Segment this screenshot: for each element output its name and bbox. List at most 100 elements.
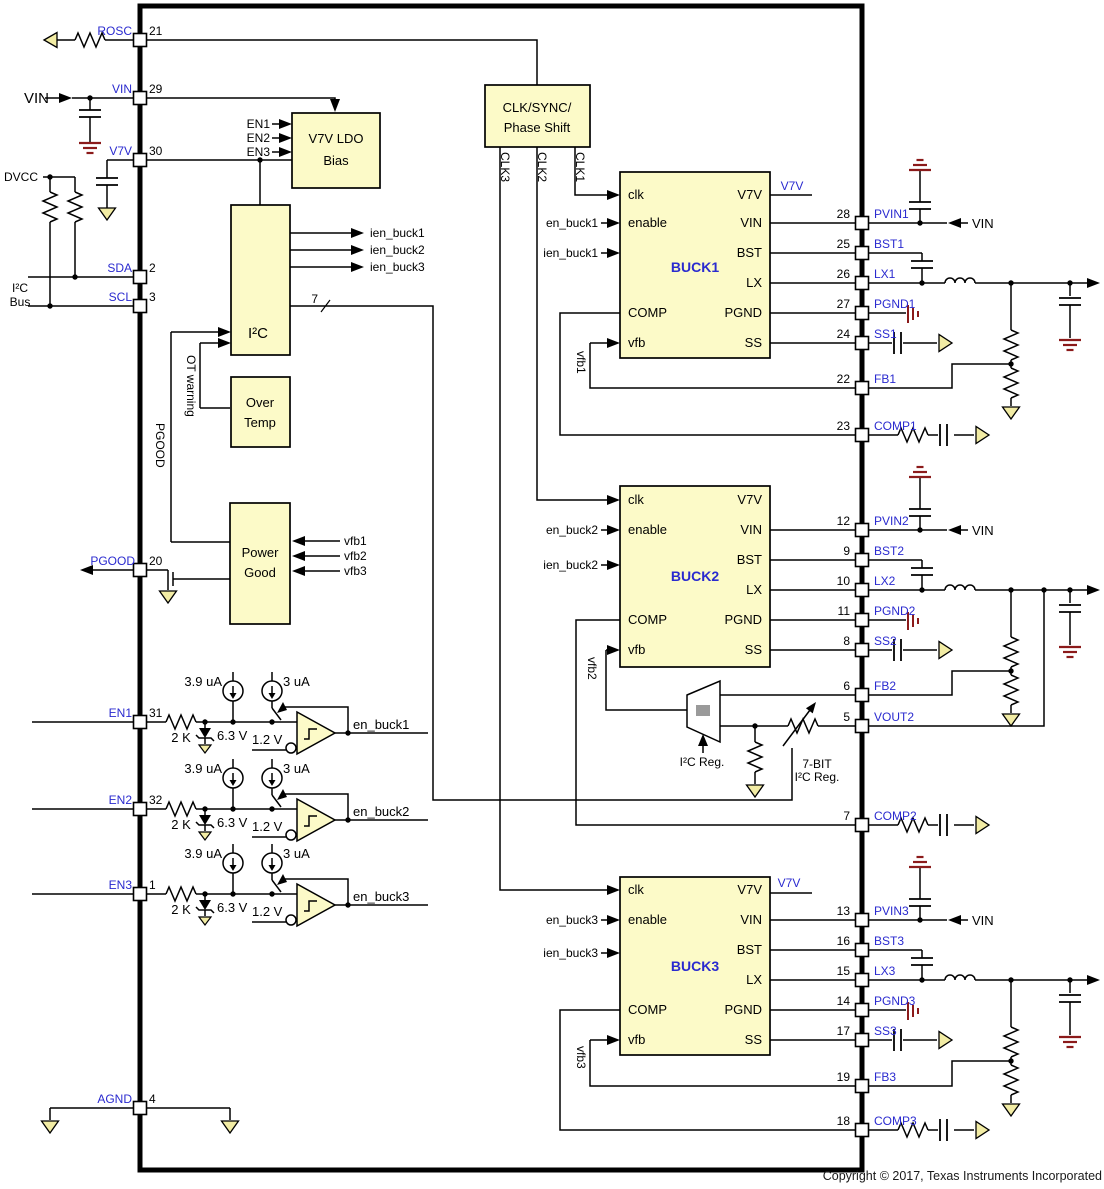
pg-in-vfb3: vfb3	[344, 564, 367, 578]
en2-zener-value: 6.3 V	[217, 815, 248, 830]
buck2-enable: enable	[628, 522, 667, 537]
left-pin-labels: ROSC 21 VIN 29 V7V 30 SDA 2 SCL 3 PGOOD …	[90, 24, 162, 1106]
pin-num-lx2: 10	[837, 574, 851, 588]
pin-num-bst1: 25	[837, 237, 851, 251]
en2-isrc1-value: 3.9 uA	[184, 761, 222, 776]
vout2-mux-network	[686, 679, 856, 798]
trim-resistor-icon	[787, 718, 819, 734]
pgood-open-drain	[146, 569, 230, 590]
buck-pin-labels: clk enable COMP vfb V7V VIN BST LX PGND …	[628, 187, 762, 1047]
pin-num-pgnd1: 27	[837, 297, 851, 311]
buck2-lx: LX	[746, 582, 762, 597]
en3-zener-value: 6.3 V	[217, 900, 248, 915]
pin-label-sda: SDA	[107, 261, 132, 275]
ldo-in-en3: EN3	[247, 145, 271, 159]
ldo-title-1: V7V LDO	[309, 131, 364, 146]
buck2-pgnd: PGND	[724, 612, 762, 627]
buck1-lx: LX	[746, 275, 762, 290]
ground-icon	[158, 590, 178, 604]
buck1-vfb: vfb	[628, 335, 645, 350]
pin-num-pvin1: 28	[837, 207, 851, 221]
misc-labels: VIN DVCC I²C Bus VIN VIN VIN I²C Reg. 7-…	[4, 90, 1102, 1183]
en1-resistor-value: 2 K	[171, 730, 191, 745]
block-labels: V7V LDO Bias I²C Over Temp Power Good CL…	[242, 100, 720, 974]
buck1-v7v: V7V	[737, 187, 762, 202]
trim-label-1: 7-BIT	[802, 757, 832, 771]
powergood-title-1: Power	[242, 545, 280, 560]
en3-isrc1-value: 3.9 uA	[184, 846, 222, 861]
vin-capacitor-icon	[78, 109, 102, 118]
block-v7v-ldo	[291, 112, 381, 189]
pin-label-lx1: LX1	[874, 267, 896, 281]
pin-label-ss1: SS1	[874, 327, 897, 341]
buck1-vin: VIN	[740, 215, 762, 230]
block-power-good	[229, 502, 291, 625]
pin-label-bst1: BST1	[874, 237, 904, 251]
buck2-clk: clk	[628, 492, 644, 507]
ground-icon	[40, 1120, 60, 1134]
pin-num-pvin3: 13	[837, 904, 851, 918]
trim-arrow-icon	[805, 699, 820, 714]
pin-num-ss3: 17	[837, 1024, 851, 1038]
en1-zener-value: 6.3 V	[217, 728, 248, 743]
stub-en-buck2: en_buck2	[546, 523, 598, 537]
buck1-external-network	[868, 160, 1100, 446]
pin-num-rosc: 21	[149, 24, 163, 38]
buck1-title: BUCK1	[671, 259, 719, 275]
pin-label-pvin2: PVIN2	[874, 514, 909, 528]
pin-label-pgnd2: PGND2	[874, 604, 916, 618]
right-pin-labels: 28 PVIN1 25 BST1 26 LX1 27 PGND1 24 SS1 …	[837, 207, 917, 1128]
mux-hatch	[696, 705, 710, 716]
vin-label-buck2: VIN	[972, 523, 994, 538]
pin-label-pgood: PGOOD	[90, 554, 135, 568]
bus-width-label: 7	[311, 292, 318, 306]
en3-vref-value: 1.2 V	[252, 904, 283, 919]
pin-num-bst2: 9	[843, 544, 850, 558]
pin-num-lx3: 15	[837, 964, 851, 978]
pin-label-lx2: LX2	[874, 574, 896, 588]
net-vfb1-vert: vfb1	[574, 351, 588, 374]
pin-num-vin: 29	[149, 82, 163, 96]
dvcc-label: DVCC	[4, 170, 38, 184]
ground-icon	[97, 207, 117, 221]
net-labels: ien_buck1 ien_buck2 ien_buck3 EN1 EN2 EN…	[153, 117, 803, 1069]
pin-num-comp2: 7	[843, 809, 850, 823]
overtemp-title-1: Over	[246, 395, 275, 410]
pin-num-vout2: 5	[843, 710, 850, 724]
block-clk-sync	[484, 84, 591, 148]
block-over-temp	[230, 376, 291, 448]
pin-label-comp3: COMP3	[874, 1114, 917, 1128]
resistor-icon	[747, 741, 763, 773]
i2c-bus-label-1: I²C	[12, 281, 28, 295]
net-clk3: CLK3	[498, 152, 512, 182]
stub-en-buck3: en_buck3	[546, 913, 598, 927]
pin-label-fb3: FB3	[874, 1070, 896, 1084]
vin-arrow-icon	[59, 93, 72, 103]
en1-isrc1-value: 3.9 uA	[184, 674, 222, 689]
copyright-notice: Copyright © 2017, Texas Instruments Inco…	[823, 1169, 1102, 1183]
pin-label-comp1: COMP1	[874, 419, 917, 433]
buck3-pgnd: PGND	[724, 1002, 762, 1017]
buck1-enable: enable	[628, 215, 667, 230]
pin-label-en2: EN2	[109, 793, 133, 807]
vin-source-label: VIN	[24, 90, 49, 107]
clksync-title-2: Phase Shift	[504, 120, 571, 135]
pin-label-pgnd1: PGND1	[874, 297, 916, 311]
net-ien-buck1: ien_buck1	[370, 226, 425, 240]
buck3-vin: VIN	[740, 912, 762, 927]
net-vfb2-vert: vfb2	[585, 657, 599, 680]
buck3-v7v: V7V	[737, 882, 762, 897]
ground-icon	[745, 784, 765, 798]
pin-label-pvin3: PVIN3	[874, 904, 909, 918]
pin-num-pvin2: 12	[837, 514, 851, 528]
pin-label-lx3: LX3	[874, 964, 896, 978]
buck2-v7v: V7V	[737, 492, 762, 507]
net-vfb3-vert: vfb3	[574, 1046, 588, 1069]
pin-label-comp2: COMP2	[874, 809, 917, 823]
pin-label-ss2: SS2	[874, 634, 897, 648]
en1-vref-value: 1.2 V	[252, 732, 283, 747]
net-clk2: CLK2	[535, 152, 549, 182]
mux-select-label: I²C Reg.	[680, 755, 725, 769]
en3-isrc2-value: 3 uA	[283, 846, 310, 861]
